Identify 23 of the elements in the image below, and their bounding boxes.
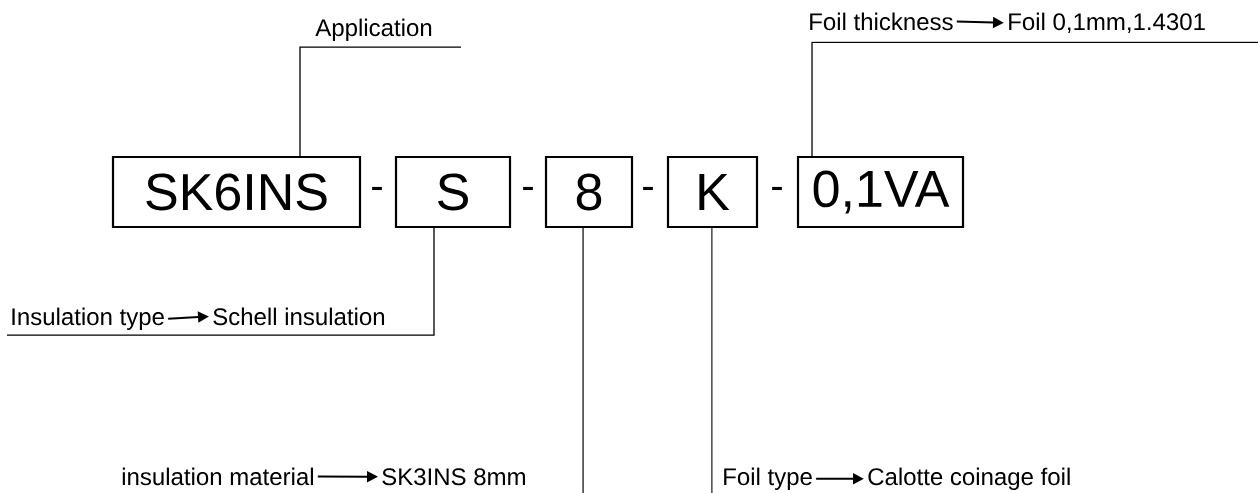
dash-separator: - [643,186,653,191]
code-box: K [666,155,759,229]
dash-separator: - [772,186,782,191]
label-text: insulation material [122,467,313,486]
label-text: Application [315,18,432,41]
code-box: 0,1VA [796,155,965,229]
leader-line [6,227,435,336]
leader-line [711,227,713,493]
code-box: SK6INS [111,155,362,229]
label-text: SK3INS 8mm [382,468,525,486]
leader-line [582,227,584,493]
label-text: Foil 0,1mm,1.4301 [1009,12,1205,34]
label-text: Schell insulation [213,307,385,326]
label-text: Calotte coinage foil [868,467,1070,490]
code-box: 8 [544,155,634,229]
leader-line [811,41,1258,157]
code-box: S [394,155,512,229]
dash-separator: - [523,186,533,191]
dash-separator: - [372,186,382,191]
label-text: Foil thickness [810,12,953,31]
label-text: Insulation type [12,307,164,330]
label-text: Foil type [724,467,812,490]
leader-line [299,46,462,157]
